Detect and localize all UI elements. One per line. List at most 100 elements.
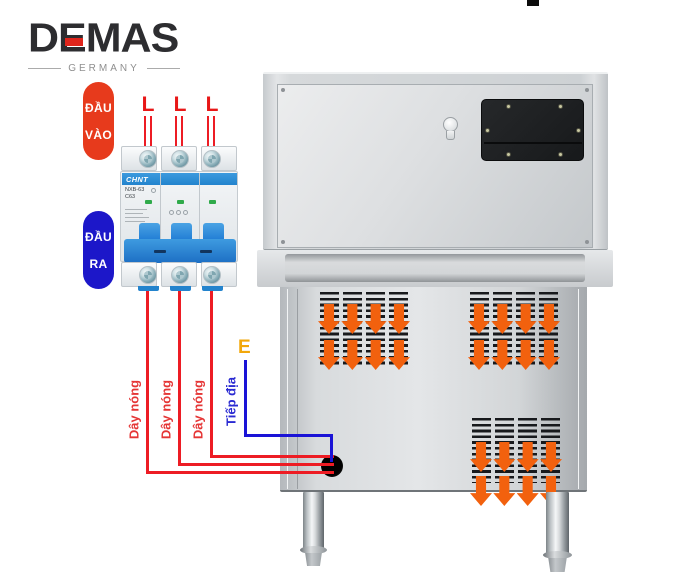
machine-back-panel [277, 84, 593, 248]
circuit-breaker: CHNT NXB-63 C63 [120, 146, 238, 291]
down-arrow-icon [491, 304, 514, 334]
vent-grille-upper-right [468, 292, 560, 370]
phase-label-l1: L [141, 93, 155, 116]
airflow-arrow-row [318, 304, 410, 334]
earth-symbol-label: E [238, 337, 251, 358]
down-arrow-icon [387, 340, 410, 370]
spec-text-line [125, 213, 143, 214]
down-arrow-icon [387, 304, 410, 334]
down-arrow-icon [468, 304, 490, 334]
down-arrow-icon [539, 442, 562, 472]
leg-foot [548, 558, 567, 572]
toggle-slot [154, 250, 166, 253]
input-wire [207, 116, 209, 147]
edge-highlight [287, 289, 288, 489]
breaker-brand: CHNT [126, 175, 149, 184]
hot-wire-3 [210, 291, 334, 458]
airflow-arrow-row [468, 340, 560, 370]
panel-screw [281, 240, 285, 244]
ground-wire-drop [330, 435, 333, 462]
box-screw [506, 152, 511, 157]
down-arrow-icon [470, 476, 492, 506]
down-arrow-icon [516, 442, 539, 472]
status-window [209, 200, 216, 204]
terminal-screw [139, 150, 157, 168]
down-arrow-icon [537, 304, 560, 334]
vent-grille-lower-right [470, 418, 562, 506]
breaker-rating: C63 [125, 194, 136, 200]
keyhole-fitting [443, 117, 458, 132]
divider-line [28, 68, 62, 69]
leg-foot [305, 553, 322, 566]
toggle-tab [171, 223, 192, 241]
airflow-arrow-row [470, 442, 562, 472]
vent-grille-upper-left [318, 292, 410, 370]
keyhole-neck [446, 131, 455, 140]
machine-leg-right [546, 492, 569, 554]
output-badge-line2: RA [89, 256, 108, 271]
box-screw [558, 152, 563, 157]
terminal-clip [170, 286, 191, 291]
divider-line [146, 68, 180, 69]
brand-country: GERMANY [68, 63, 140, 74]
terminal-screw [171, 266, 189, 284]
input-badge-line2: VÀO [85, 127, 112, 142]
panel-screw [281, 88, 285, 92]
edge-highlight [578, 289, 579, 489]
input-wire [150, 116, 152, 147]
airflow-arrow-row [318, 340, 410, 370]
certification-mark [176, 210, 181, 215]
airflow-arrow-row [470, 476, 562, 506]
output-badge-line1: ĐẦU [85, 229, 112, 244]
down-arrow-icon [470, 442, 492, 472]
down-arrow-icon [364, 304, 387, 334]
top-crop-fragment [527, 0, 539, 6]
toggle-slot [200, 250, 212, 253]
panel-screw [585, 88, 589, 92]
ground-wire-label: Tiếp địa [223, 377, 239, 426]
brand-country-row: GERMANY [28, 63, 180, 74]
down-arrow-icon [364, 340, 387, 370]
terminal-screw [171, 150, 189, 168]
input-wire [213, 116, 215, 147]
toggle-tab [203, 223, 224, 241]
logo-accent-bar [65, 38, 83, 46]
certification-mark [151, 188, 156, 193]
certification-mark [169, 210, 174, 215]
terminal-screw [203, 150, 221, 168]
down-arrow-icon [514, 304, 537, 334]
terminal-screw [203, 266, 221, 284]
box-screw [506, 104, 511, 109]
toggle-tab [139, 223, 160, 241]
breaker-body: CHNT NXB-63 C63 [120, 171, 238, 263]
hot-wire-2 [178, 291, 334, 466]
machine-middle-band [257, 250, 613, 287]
terminal-clip [138, 286, 159, 291]
pole-divider [160, 173, 161, 262]
ground-wire [244, 360, 333, 437]
box-screw [576, 128, 581, 133]
down-arrow-icon [468, 340, 490, 370]
hot-wire-1 [146, 291, 334, 474]
hot-wire-label-3: Dây nóng [190, 379, 206, 440]
spec-text-line [125, 209, 147, 210]
input-wire [175, 116, 177, 147]
terminal-clip [202, 286, 223, 291]
status-window [145, 200, 152, 204]
machine-top-cabinet [263, 72, 608, 250]
down-arrow-icon [516, 476, 539, 506]
down-arrow-icon [514, 340, 537, 370]
input-wire [144, 116, 146, 147]
breaker-model: NXB-63 [125, 187, 145, 193]
brand-logo: DEMAS GERMANY [28, 18, 186, 80]
down-arrow-icon [341, 304, 364, 334]
down-arrow-icon [341, 340, 364, 370]
terminal-screw [139, 266, 157, 284]
down-arrow-icon [537, 340, 560, 370]
brand-name: DEMAS [28, 15, 179, 61]
down-arrow-icon [493, 476, 516, 506]
leg-collar [300, 546, 327, 554]
phase-label-l3: L [205, 93, 219, 116]
electrical-junction-box [481, 99, 584, 161]
